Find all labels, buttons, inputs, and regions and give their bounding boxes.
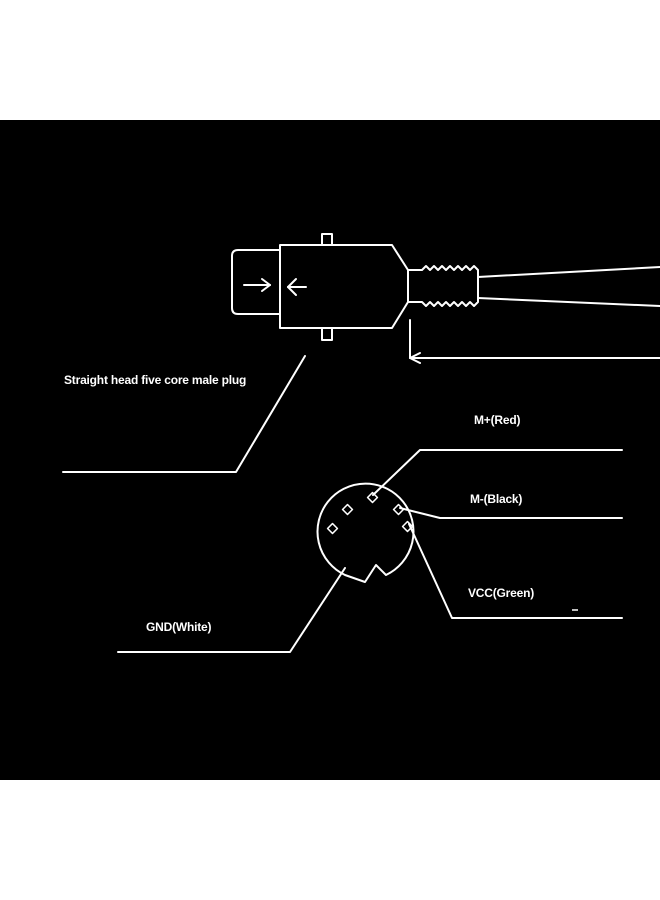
strain-relief [407,265,479,307]
connector-face [316,482,415,583]
vcc-label: VCC(Green) [468,586,535,600]
arrow-right-icon [243,278,271,292]
vcc-leader [408,523,623,619]
gnd-leader [117,567,346,653]
connector-diagram: Straight head five core male plug M+(Red… [0,120,660,780]
m-plus-label: M+(Red) [474,413,521,427]
arrow-left-icon [287,278,307,296]
plug-label: Straight head five core male plug [64,373,247,387]
diagram-drawing [62,233,660,653]
m-minus-label: M-(Black) [470,492,523,506]
plug-leader [62,355,306,473]
cable-top [477,266,660,278]
m-plus-leader [372,449,623,496]
plug-key-bottom [321,327,333,341]
plug-key-top [321,233,333,246]
cable-bottom [477,297,660,307]
m-minus-leader [399,507,623,519]
plug-tip [231,249,281,315]
gnd-label: GND(White) [146,620,212,634]
